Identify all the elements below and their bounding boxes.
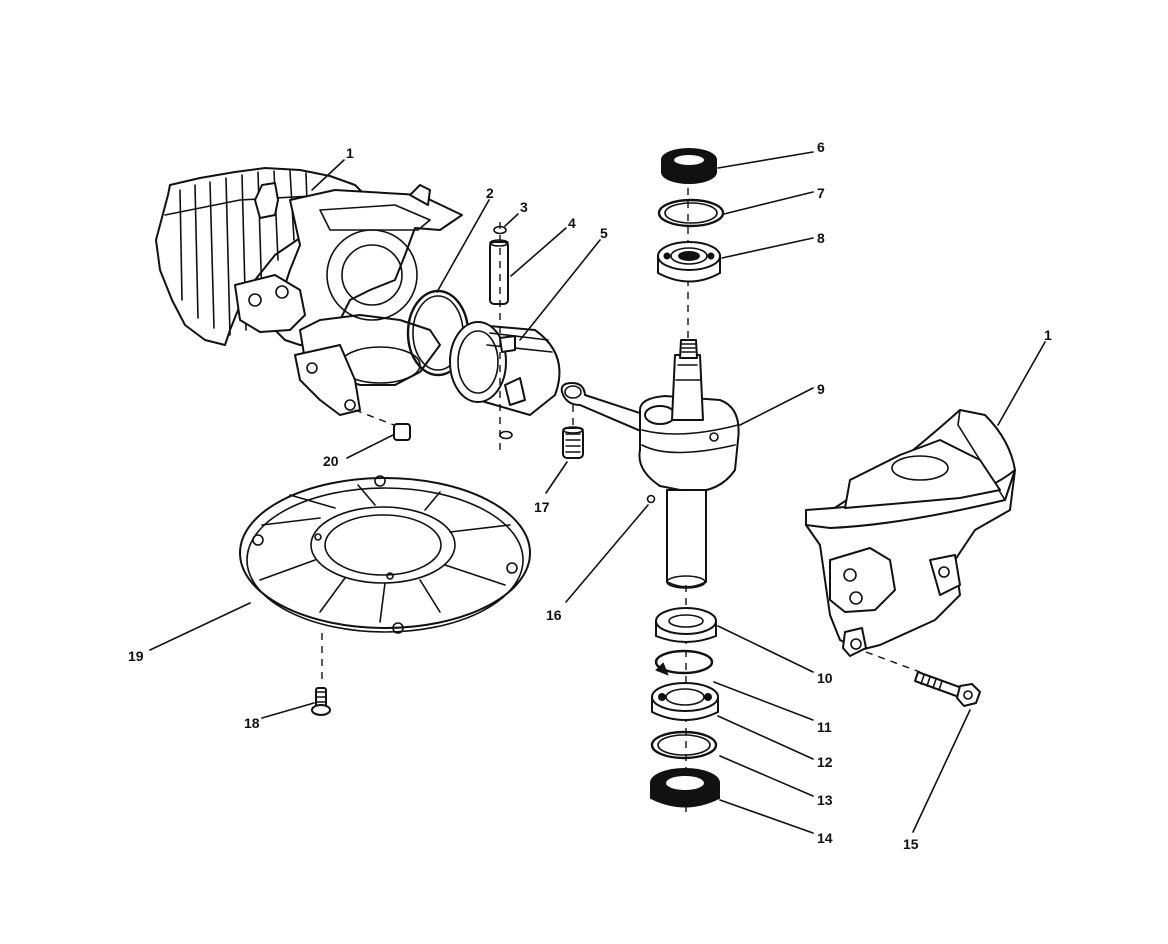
bolt-15 [914, 671, 981, 707]
callout-1: 1 [346, 145, 354, 161]
callout-1-right: 1 [1044, 327, 1052, 343]
callout-5: 5 [600, 225, 608, 241]
callout-17: 17 [534, 499, 550, 515]
callout-4: 4 [568, 215, 576, 231]
callout-6: 6 [817, 139, 825, 155]
callout-3: 3 [520, 199, 528, 215]
retaining-ring-lower [650, 730, 718, 760]
crankshaft [560, 339, 740, 589]
callout-2: 2 [486, 185, 494, 201]
bearing-retainer [655, 607, 717, 643]
ball-bearing-lower [651, 682, 719, 721]
oil-seal-bottom [650, 768, 720, 808]
callout-10: 10 [817, 670, 833, 686]
ball-bearing-top [657, 241, 721, 283]
callout-11: 11 [817, 719, 832, 735]
callout-7: 7 [817, 185, 825, 201]
snap-ring-lower [654, 649, 714, 676]
callout-15: 15 [903, 836, 919, 852]
callout-19: 19 [128, 648, 144, 664]
cylinder-block [155, 167, 463, 416]
pin-clip-lower [499, 430, 513, 440]
mounting-plate [239, 475, 531, 634]
callout-16: 16 [546, 607, 562, 623]
screw-18 [311, 687, 331, 716]
callout-9: 9 [817, 381, 825, 397]
needle-bearing [562, 426, 584, 459]
leader-lines [149, 151, 1046, 834]
retaining-ring-top [657, 198, 725, 228]
callout-8: 8 [817, 230, 825, 246]
oil-seal-top [661, 148, 717, 184]
callout-20: 20 [323, 453, 339, 469]
washer-20 [354, 409, 411, 441]
piston [449, 321, 561, 416]
callout-18: 18 [244, 715, 260, 731]
wrist-pin [489, 239, 509, 305]
callout-14: 14 [817, 830, 833, 846]
callout-labels: 1 2 3 4 5 6 7 8 9 1 10 11 12 13 14 15 16… [128, 139, 1052, 852]
callout-13: 13 [817, 792, 833, 808]
ball-16 [646, 494, 656, 504]
callout-12: 12 [817, 754, 833, 770]
crankcase-cover [805, 409, 1016, 657]
